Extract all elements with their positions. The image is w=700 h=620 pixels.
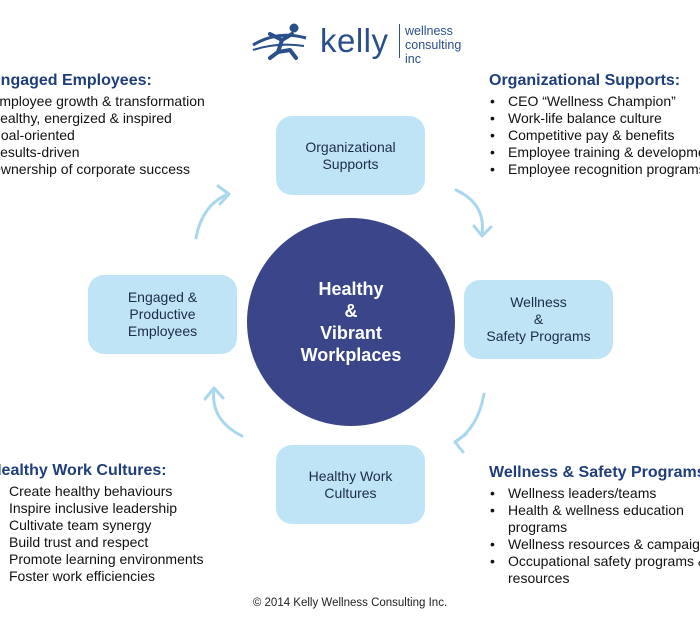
organizational-supports-title: Organizational Supports:: [489, 72, 681, 89]
runner-logo-icon: [252, 23, 307, 60]
list-item: Build trust and respect: [0, 534, 204, 551]
engaged-employees-list: Employee growth & transformation Healthy…: [0, 93, 205, 178]
healthy-work-cultures-list: Create healthy behaviours Inspire inclus…: [0, 483, 204, 585]
wellness-safety-title: Wellness & Safety Programs:: [489, 464, 700, 481]
list-item: Create healthy behaviours: [0, 483, 204, 500]
logo-tagline-line2: consulting inc: [405, 38, 462, 66]
organizational-supports-block: Organizational Supports: CEO “Wellness C…: [489, 72, 700, 178]
engaged-employees-title: Engaged Employees:: [0, 72, 152, 89]
list-item: CEO “Wellness Champion”: [489, 93, 700, 110]
wellness-safety-block: Wellness & Safety Programs: Wellness lea…: [489, 464, 700, 587]
healthy-work-cultures-block: Healthy Work Cultures: Create healthy be…: [0, 462, 204, 585]
node-label: Organizational Supports: [305, 138, 396, 172]
node-organizational-supports: Organizational Supports: [276, 116, 425, 195]
logo-tagline-line1: wellness: [405, 24, 453, 38]
logo-divider: [399, 24, 400, 58]
engaged-employees-block: Engaged Employees: Employee growth & tra…: [0, 72, 205, 178]
center-label: Healthy & Vibrant Workplaces: [300, 279, 402, 365]
node-wellness-safety-programs: Wellness & Safety Programs: [464, 280, 613, 359]
list-item: Health & wellness education programs: [489, 502, 700, 536]
list-item: Goal-oriented: [0, 127, 75, 143]
wellness-safety-list: Wellness leaders/teams Health & wellness…: [489, 485, 700, 587]
list-item: Employee training & development: [489, 144, 700, 161]
logo-brand-name: kelly: [320, 22, 389, 59]
list-item: Cultivate team synergy: [0, 517, 204, 534]
list-item: Work-life balance culture: [489, 110, 700, 127]
cycle-arrow-icon: [454, 188, 493, 238]
list-item: Wellness leaders/teams: [489, 485, 700, 502]
logo-tagline: wellness consulting inc: [405, 24, 478, 66]
list-item: Foster work efficiencies: [0, 568, 204, 585]
node-engaged-productive-employees: Engaged & Productive Employees: [88, 275, 237, 354]
node-label: Engaged & Productive Employees: [127, 289, 198, 339]
list-item: Inspire inclusive leadership: [0, 500, 204, 517]
cycle-arrow-icon: [194, 184, 231, 240]
cycle-arrow-icon: [203, 386, 244, 438]
center-circle: Healthy & Vibrant Workplaces: [247, 218, 455, 426]
node-label: Wellness & Safety Programs: [486, 294, 591, 344]
company-logo: kelly wellness consulting inc: [248, 20, 478, 66]
cycle-arrow-icon: [453, 392, 486, 454]
list-item: Healthy, energized & inspired: [0, 110, 172, 126]
node-label: Healthy Work Cultures: [308, 467, 393, 501]
node-healthy-work-cultures: Healthy Work Cultures: [276, 445, 425, 524]
list-item: Wellness resources & campaigns: [489, 536, 700, 553]
list-item: Employee growth & transformation: [0, 93, 205, 109]
list-item: Occupational safety programs & resources: [489, 553, 700, 587]
copyright-notice: © 2014 Kelly Wellness Consulting Inc.: [252, 597, 448, 609]
list-item: Competitive pay & benefits: [489, 127, 700, 144]
organizational-supports-list: CEO “Wellness Champion” Work-life balanc…: [489, 93, 700, 178]
list-item: Results-driven: [0, 144, 80, 160]
list-item: Ownership of corporate success: [0, 161, 190, 177]
list-item: Promote learning environments: [0, 551, 204, 568]
list-item: Employee recognition programs: [489, 161, 700, 178]
healthy-work-cultures-title: Healthy Work Cultures:: [0, 462, 167, 479]
